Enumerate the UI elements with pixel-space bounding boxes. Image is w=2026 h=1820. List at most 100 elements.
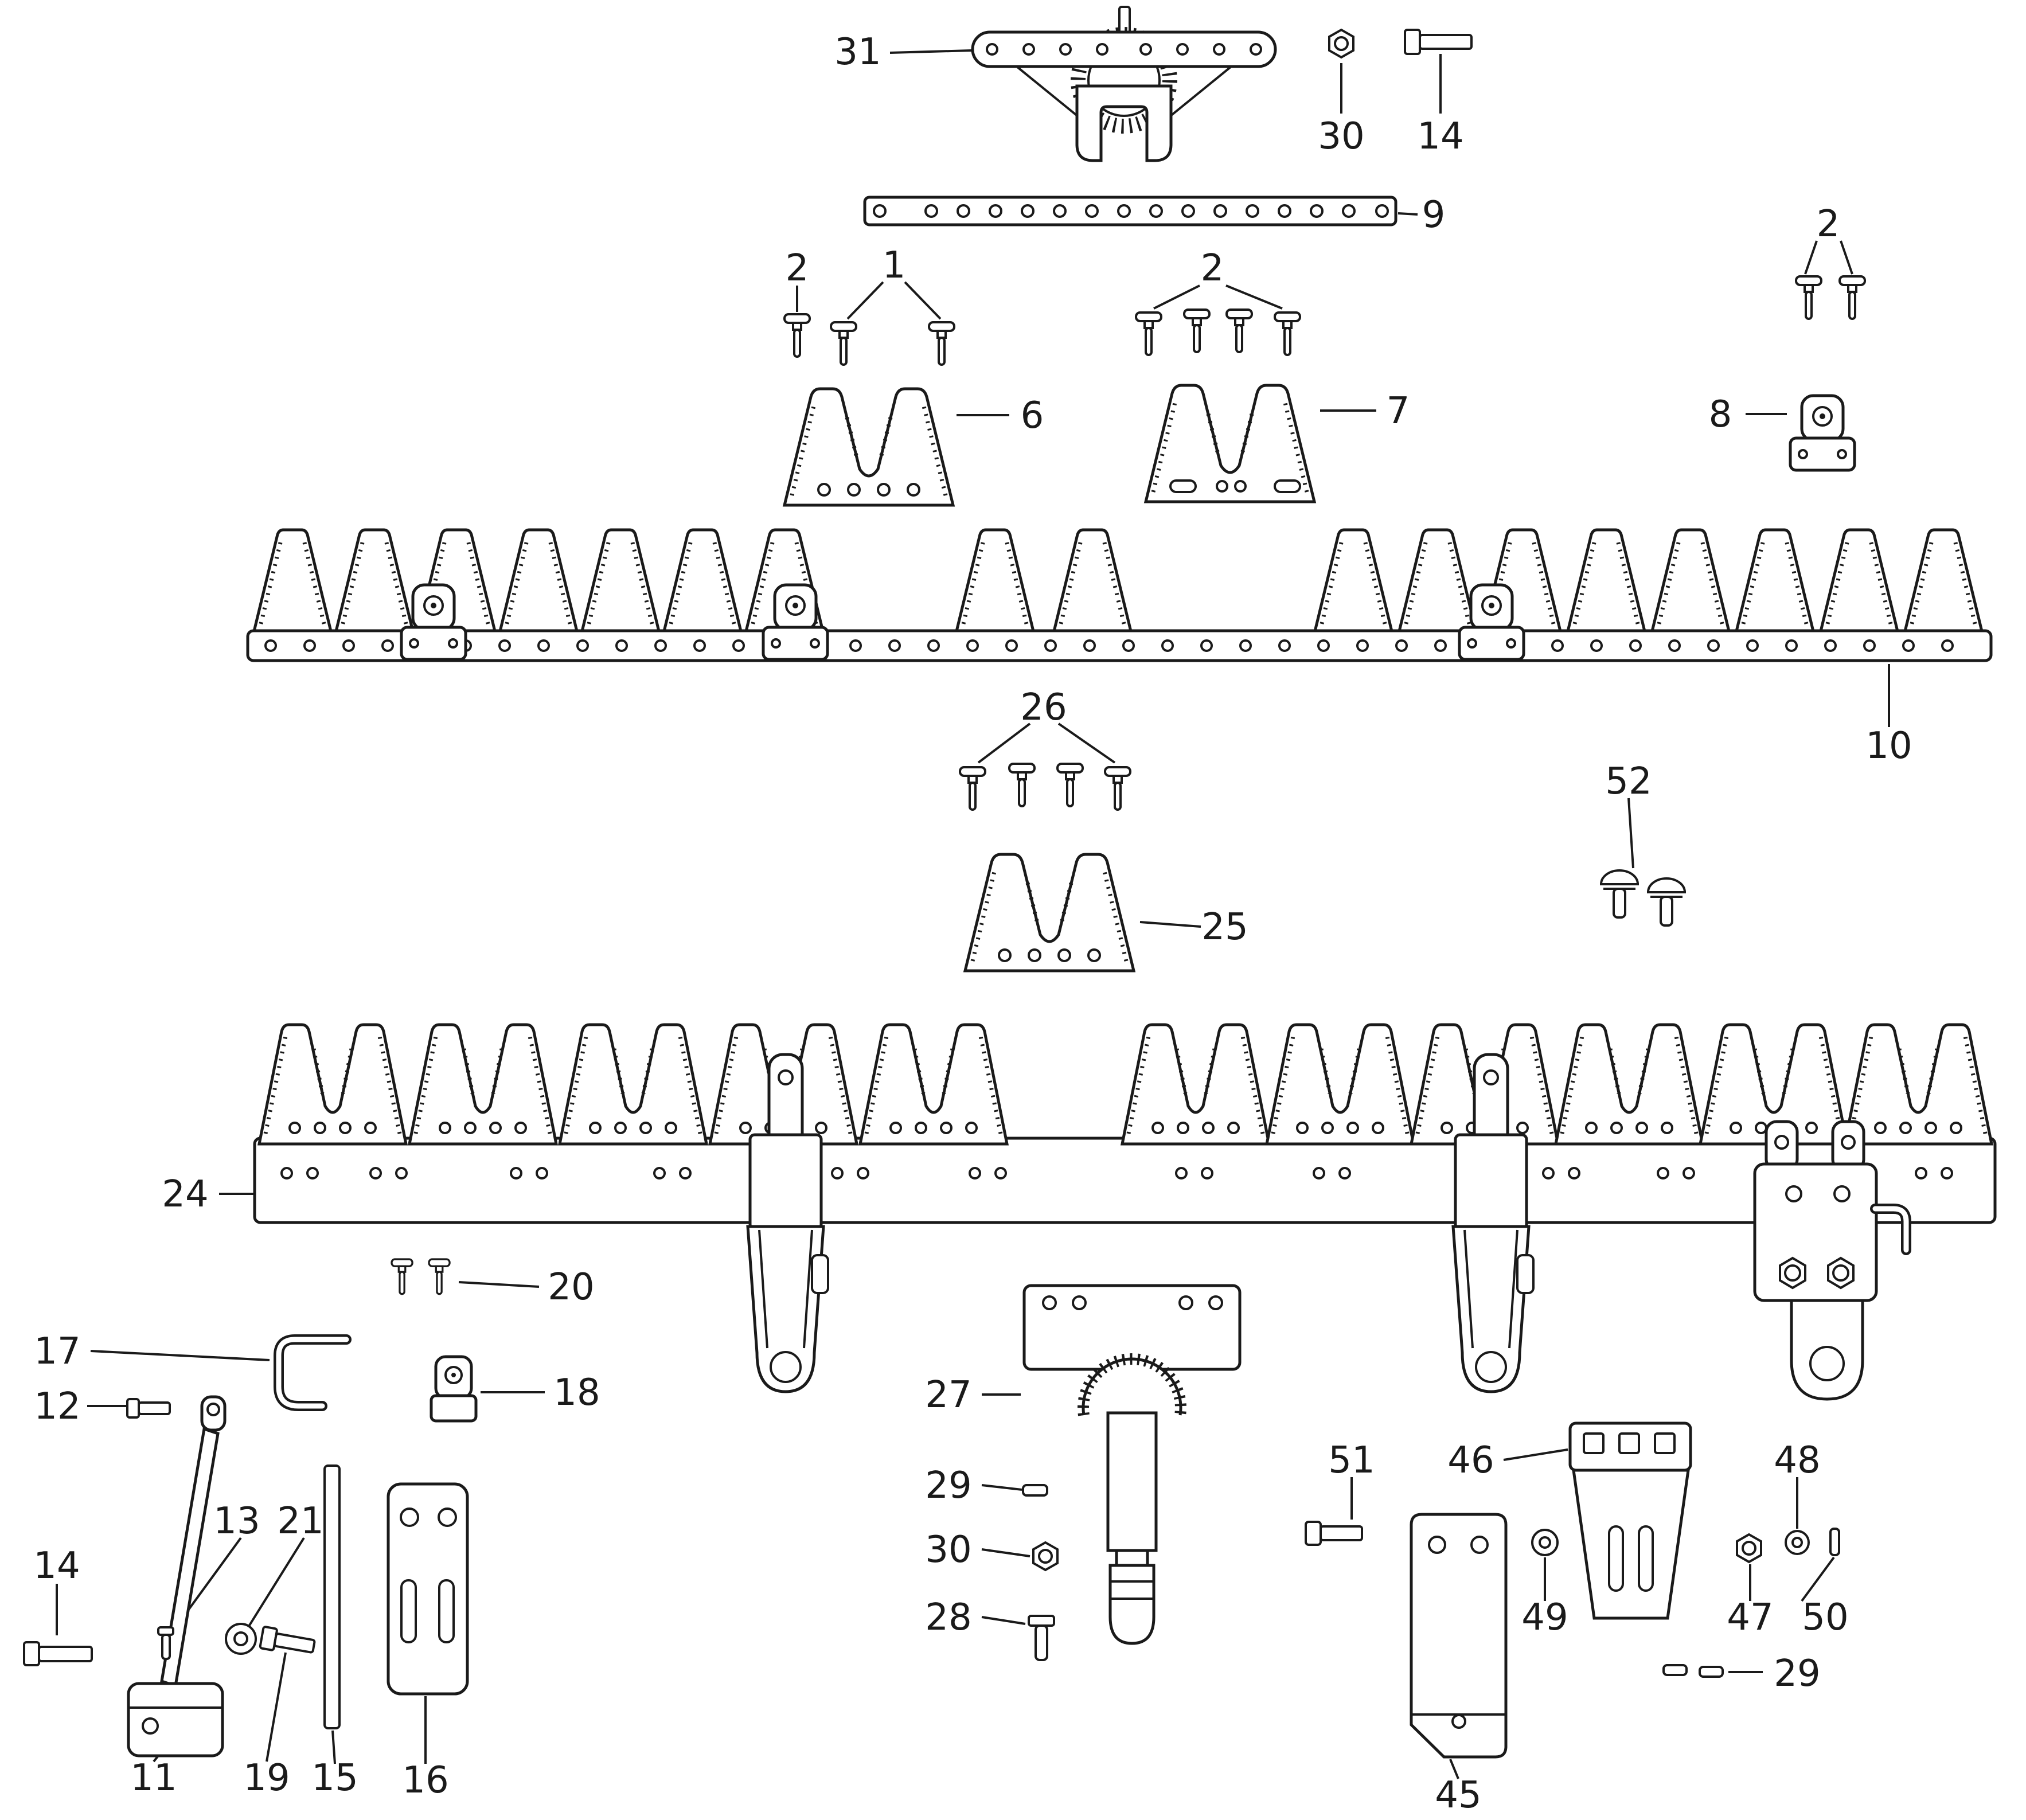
knife-section [560,1025,706,1144]
rivet-hole [924,204,938,218]
part-9-back-bar [863,196,1397,226]
top-plate [971,30,1277,68]
carriage-bolt [830,321,857,366]
cutter-tooth [1053,530,1131,634]
carriage-bolt [959,766,986,811]
ball-end [1108,1564,1156,1645]
plate-hole [1072,1295,1087,1310]
carriage-bolt [1135,311,1162,356]
part-label-13: 13 [213,1500,260,1542]
rivet-hole [1122,639,1135,652]
rivet-hole [994,1167,1007,1180]
rivet-hole [927,639,940,652]
knife-section [1845,1025,1992,1144]
cutter-tooth [956,530,1034,634]
part-11-crank-arm [127,1395,227,1757]
part-14-bolt-bottom [23,1641,93,1666]
rivet-hole [1746,639,1759,652]
hex-nut [1736,1533,1762,1563]
rivet-hole [1707,639,1720,652]
rivet-hole [306,1167,319,1180]
plate-hole [986,43,998,56]
part-8-keeper-clip [1790,396,1855,470]
bottom-bar-sections [259,1025,1992,1144]
part-50-pin [1829,1528,1840,1556]
rivet-hole [264,639,277,652]
part-label-12: 12 [34,1385,80,1428]
part-label-18: 18 [553,1372,600,1414]
rivet-hole [1085,204,1099,218]
plate-hole [1139,43,1152,56]
part-label-47: 47 [1727,1596,1773,1639]
rivet-hole [395,1167,408,1180]
braces [1013,63,1235,120]
part-17-hook [274,1334,352,1411]
rivet-hole [1434,639,1447,652]
rivet-hole [1161,639,1174,652]
part-label-20: 20 [548,1266,594,1309]
part-label-14: 14 [1417,115,1463,158]
carriage-bolt [1183,308,1211,353]
carriage-bolt [783,313,811,358]
part-label-16: 16 [402,1759,448,1802]
part-16-plate [387,1482,469,1696]
plate-hole [1213,43,1225,56]
rivet-hole [1668,639,1681,652]
carriage-bolt [428,1258,451,1295]
plate-hole [1096,43,1108,56]
flange-head-bolt [1646,877,1687,927]
rivet-hole [1824,639,1837,652]
carriage-bolt [1056,763,1084,807]
plate-hole [1059,43,1072,56]
part-label-50: 50 [1802,1596,1848,1639]
rivet-hole [732,639,745,652]
part-label-1: 1 [883,244,906,287]
cutter-tooth [1567,530,1645,634]
cutter-tooth [1904,530,1982,634]
rivet-hole [1683,1167,1695,1180]
rivet-hole [989,204,1002,218]
rivet-hole [1246,204,1259,218]
part-27-pitman-assembly [1022,1284,1242,1645]
part-6-knife-section [784,389,953,505]
plate-hole [1208,1295,1223,1310]
rivet-hole [1356,639,1369,652]
part-label-52: 52 [1605,760,1652,803]
part-12-bolt [126,1398,171,1419]
rivet-hole [1863,639,1876,652]
rivet-hole [1338,1167,1351,1180]
part-10-cutter-bar [246,530,1993,662]
part-label-25: 25 [1201,906,1248,948]
part-label-2: 2 [1201,247,1224,290]
part-label-49: 49 [1521,1596,1568,1639]
part-label-17: 17 [34,1330,80,1373]
rivet-hole [1044,639,1057,652]
carriage-bolt [1274,311,1301,356]
part-label-26: 26 [1020,686,1067,729]
bar-holes [873,204,1389,218]
rivet-hole [1021,204,1035,218]
rivet-hole [1375,204,1389,218]
part-7-knife-section [1146,385,1314,502]
part-46-bracket [1568,1421,1692,1620]
part-label-29: 29 [1774,1653,1820,1695]
part-label-15: 15 [311,1757,358,1799]
part-51-bolt [1305,1521,1363,1546]
part-label-7: 7 [1387,390,1410,432]
part-label-27: 27 [925,1374,971,1416]
bar-holes [280,1167,1953,1180]
rivet-hole [1785,639,1798,652]
part-24-cutter-bar [253,1025,1997,1401]
cutter-tooth [1736,530,1814,634]
shaft [1106,1411,1158,1552]
knife-section [1267,1025,1414,1144]
knife-section [1556,1025,1703,1144]
rivet-hole [1005,639,1018,652]
rivet-hole [1200,639,1213,652]
plate-hole [1178,1295,1193,1310]
rivet-hole [1278,639,1291,652]
rivet-hole [342,639,355,652]
cutter-tooth [335,530,413,634]
rivet-hole [679,1167,692,1180]
